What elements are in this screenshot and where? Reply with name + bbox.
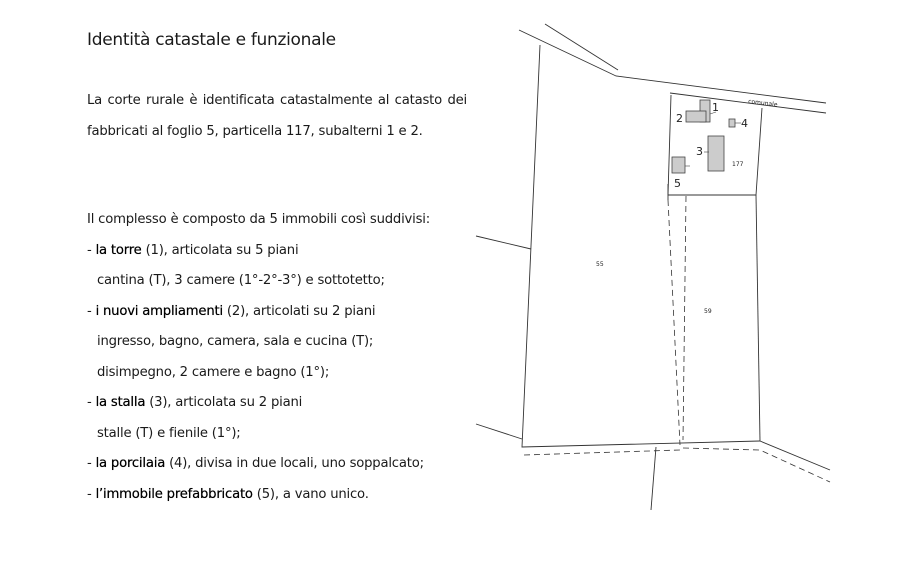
item-prefix: - bbox=[87, 395, 96, 410]
item-description: (1), articolata su 5 piani bbox=[141, 242, 299, 258]
item-detail: disimpegno, 2 camere e bagno (1°); bbox=[97, 364, 330, 380]
item-name: i nuovi ampliamenti bbox=[95, 303, 224, 319]
composition-list: Il complesso è composto da 5 immobili co… bbox=[87, 205, 487, 510]
item-description: (3), articolata su 2 piani bbox=[145, 395, 303, 410]
item-prefix: - bbox=[87, 456, 96, 471]
building-label-3: 3 bbox=[696, 145, 703, 158]
item-detail: stalle (T) e fienile (1°); bbox=[97, 425, 241, 441]
parcel-177-label: 177 bbox=[732, 161, 744, 168]
building-3 bbox=[707, 135, 725, 172]
building-label-1: 1 bbox=[712, 101, 719, 114]
list-item: - la porcilaia (4), divisa in due locali… bbox=[87, 449, 487, 480]
building-label-2: 2 bbox=[676, 112, 683, 125]
item-description: (4), divisa in due locali, uno soppalcat… bbox=[165, 456, 424, 471]
item-name: la stalla bbox=[95, 395, 146, 410]
list-item: - i nuovi ampliamenti (2), articolati su… bbox=[87, 297, 487, 328]
composition-heading: Il complesso è composto da 5 immobili co… bbox=[87, 212, 431, 227]
building-label-4: 4 bbox=[741, 117, 748, 130]
page-title: Identità catastale e funzionale bbox=[87, 30, 336, 50]
list-item: - la torre (1), articolata su 5 piani bbox=[87, 236, 487, 267]
item-detail: ingresso, bagno, camera, sala e cucina (… bbox=[97, 334, 374, 349]
building-2 bbox=[685, 110, 707, 123]
building-4 bbox=[728, 118, 736, 128]
parcel-59-label: 59 bbox=[704, 308, 712, 315]
item-prefix: - bbox=[87, 486, 96, 502]
item-name: l’immobile prefabbricato bbox=[95, 486, 253, 502]
item-name: la torre bbox=[95, 242, 142, 258]
road-label: comunale bbox=[748, 98, 778, 109]
list-item: - la stalla (3), articolata su 2 piani bbox=[87, 388, 487, 419]
item-prefix: - bbox=[87, 242, 96, 258]
list-item: - l’immobile prefabbricato (5), a vano u… bbox=[87, 480, 487, 511]
building-label-5: 5 bbox=[674, 177, 681, 190]
intro-paragraph: La corte rurale è identificata catastalm… bbox=[87, 93, 467, 139]
item-description: (5), a vano unico. bbox=[252, 486, 369, 502]
item-description: (2), articolati su 2 piani bbox=[222, 303, 376, 319]
item-detail: cantina (T), 3 camere (1°-2°-3°) e sotto… bbox=[97, 273, 385, 288]
building-5 bbox=[671, 156, 686, 174]
item-prefix: - bbox=[87, 303, 96, 319]
parcel-55-label: 55 bbox=[596, 261, 604, 268]
item-name: la porcilaia bbox=[95, 456, 166, 471]
